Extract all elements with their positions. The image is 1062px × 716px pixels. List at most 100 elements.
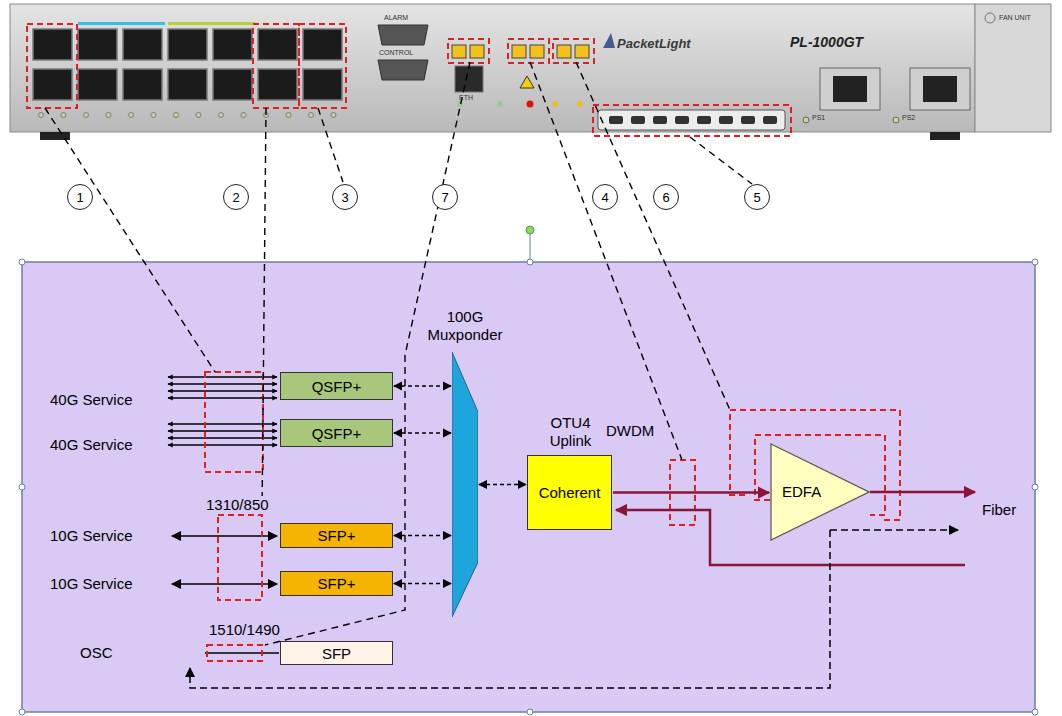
qsfp-module: QSFP+ xyxy=(280,419,393,447)
device-front-panel xyxy=(833,76,867,102)
sfp-plus-module: SFP+ xyxy=(280,523,393,548)
callout-number: 4 xyxy=(592,184,618,210)
optics-highlight xyxy=(205,372,900,661)
device-front-panel xyxy=(923,76,957,102)
callout-text: 6 xyxy=(662,190,669,205)
service-arrows xyxy=(168,430,277,431)
device-front-panel xyxy=(530,45,544,58)
device-front-panel xyxy=(803,117,809,123)
device-front-panel xyxy=(603,33,615,48)
osc-path xyxy=(190,530,830,688)
callout-number: 3 xyxy=(332,184,358,210)
coherent-module: OTU4 UplinkCoherent xyxy=(527,455,612,530)
device-front-panel xyxy=(470,45,484,58)
brand-logo: PacketLight xyxy=(617,37,691,52)
device-front-panel xyxy=(598,110,785,130)
callout-number: 5 xyxy=(744,184,770,210)
wavelength-label: 1310/850 xyxy=(205,496,270,513)
panel-label: PS1 xyxy=(812,114,825,122)
device-front-panel xyxy=(457,101,463,107)
line-label: Fiber xyxy=(982,501,1016,518)
service-arrows xyxy=(168,383,277,384)
callout-number: 1 xyxy=(67,184,93,210)
service-arrows xyxy=(168,437,277,438)
device-front-panel xyxy=(497,101,503,107)
device-front-panel xyxy=(575,45,589,58)
connector xyxy=(394,432,451,433)
sfp-plus-module: SFP+ xyxy=(280,571,393,596)
panel-handles xyxy=(1032,484,1038,490)
device-front-panel xyxy=(820,68,880,110)
callout-number: 2 xyxy=(223,184,249,210)
panel-highlight xyxy=(27,24,77,108)
panel-handles xyxy=(19,259,25,265)
connector xyxy=(394,583,451,584)
callout-text: 7 xyxy=(441,190,448,205)
device-front-panel xyxy=(78,22,165,25)
panel-highlight xyxy=(299,24,346,108)
leader-line xyxy=(45,108,215,372)
mux-shape xyxy=(452,352,478,617)
panel-handles xyxy=(1032,709,1038,715)
callout-text: 5 xyxy=(753,190,760,205)
leader-line xyxy=(690,137,752,184)
device-front-panel xyxy=(455,66,483,92)
service-arrows xyxy=(168,376,277,377)
callout-number: 6 xyxy=(653,184,679,210)
device-front-panel xyxy=(10,4,1051,140)
panel-handles xyxy=(19,709,25,715)
device-front-panel xyxy=(910,68,970,110)
device-front-panel xyxy=(520,76,534,88)
panel-highlight xyxy=(27,24,791,136)
panel-handles xyxy=(530,233,531,259)
service-label: OSC xyxy=(80,644,113,661)
device-front-panel xyxy=(577,101,583,107)
panel-label: FAN UNIT xyxy=(999,14,1031,22)
connector xyxy=(394,385,451,386)
module-label: QSFP+ xyxy=(312,378,362,395)
osc-path xyxy=(190,530,958,688)
panel-handles xyxy=(526,226,534,234)
leader-line xyxy=(318,108,343,182)
edfa-amplifier: EDFA xyxy=(770,443,870,541)
module-label: Coherent xyxy=(539,484,601,501)
edfa-shape xyxy=(771,444,869,540)
service-arrows xyxy=(168,423,277,424)
block-heading: OTU4 Uplink xyxy=(523,414,618,450)
device-front-panel xyxy=(30,108,345,118)
device-front-panel xyxy=(930,132,960,140)
device-front-panel xyxy=(975,4,1051,132)
panel-highlight xyxy=(553,39,594,63)
optics-highlight xyxy=(218,515,262,600)
osc-path xyxy=(830,529,958,531)
service-arrows-10g xyxy=(205,652,279,654)
panel-handles xyxy=(19,226,1038,715)
connector xyxy=(479,484,526,485)
device-front-panel xyxy=(552,101,558,107)
sfp-module: SFP xyxy=(280,641,393,665)
panel-label: ALARM xyxy=(384,14,408,22)
leader-line xyxy=(45,62,752,645)
mux-shape xyxy=(452,352,478,617)
service-label: 10G Service xyxy=(50,575,133,592)
service-arrows xyxy=(168,444,277,445)
panel-handles xyxy=(527,259,533,265)
service-arrows xyxy=(168,390,277,391)
device-front-panel xyxy=(378,25,428,45)
service-arrows xyxy=(168,377,277,445)
module-label: SFP+ xyxy=(318,575,356,592)
panel-handles xyxy=(527,709,533,715)
callout-text: 4 xyxy=(601,190,608,205)
module-label: SFP+ xyxy=(318,527,356,544)
device-front-panel xyxy=(985,13,995,23)
panel-label: CONTROL xyxy=(379,49,413,57)
device-front-panel xyxy=(10,4,975,132)
connector xyxy=(613,491,769,494)
callout-text: 2 xyxy=(232,190,239,205)
device-front-panel xyxy=(557,45,571,58)
panel-highlight xyxy=(448,39,489,63)
device-front-panel xyxy=(452,45,466,58)
optics-highlight xyxy=(207,645,262,661)
